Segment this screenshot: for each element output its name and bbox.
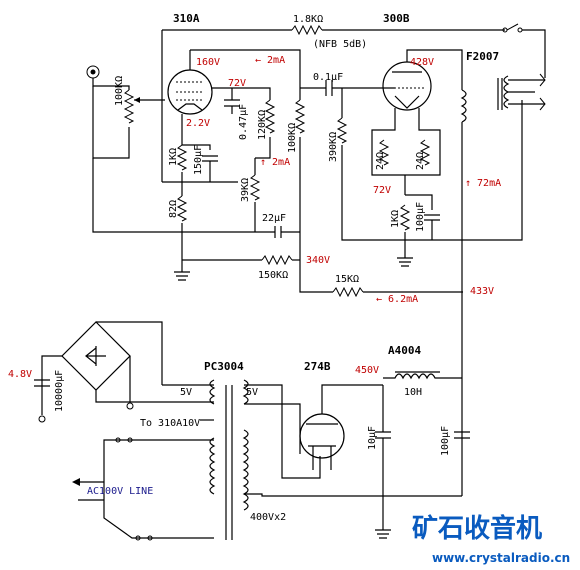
v428: 428V bbox=[410, 57, 434, 68]
c-10000-label: 10000μF bbox=[54, 370, 65, 412]
r-24b bbox=[419, 139, 431, 166]
ac-line bbox=[72, 437, 214, 541]
r-120k bbox=[264, 99, 276, 134]
c-10uf bbox=[375, 385, 391, 496]
h5v-a: 5V bbox=[180, 387, 192, 398]
watermark-url: www.crystalradio.cn bbox=[432, 551, 570, 565]
i-72ma: ↑ 72mA bbox=[465, 178, 501, 189]
c-10000 bbox=[34, 379, 50, 387]
tube-310a bbox=[167, 50, 213, 115]
hv-label: 400Vx2 bbox=[250, 512, 286, 523]
c-k1-label: 150μF bbox=[193, 145, 204, 175]
power-transformer bbox=[130, 379, 321, 540]
r-390k-label: 390KΩ bbox=[328, 132, 339, 162]
choke-a4004 bbox=[383, 371, 462, 380]
c-k2-label: 100μF bbox=[415, 202, 426, 232]
c-047 bbox=[224, 88, 240, 114]
otrans-label: F2007 bbox=[466, 50, 499, 63]
ground-2 bbox=[397, 257, 413, 267]
output-transformer bbox=[460, 73, 546, 240]
ptrans-label: PC3004 bbox=[204, 360, 244, 373]
tube2-label: 300B bbox=[383, 12, 410, 25]
v4-8: 4.8V bbox=[8, 369, 32, 380]
volume-pot bbox=[92, 78, 165, 159]
c-10-label: 10μF bbox=[367, 426, 378, 450]
i-2ma-b: ↑ 2mA bbox=[260, 157, 290, 168]
v340: 340V bbox=[306, 255, 330, 266]
r-k2-label: 1KΩ bbox=[390, 210, 401, 228]
h5v-b: 5V bbox=[246, 387, 258, 398]
r-390k bbox=[336, 117, 348, 144]
r-k2 bbox=[399, 204, 411, 231]
r-k1-label: 1KΩ bbox=[168, 148, 179, 166]
ac-line-label: AC100V LINE bbox=[87, 486, 153, 497]
nfb-note: (NFB 5dB) bbox=[313, 39, 367, 50]
tube-274b bbox=[299, 384, 383, 470]
plate-wire-310a bbox=[190, 49, 301, 88]
r-24b-label: 24Ω bbox=[415, 152, 426, 170]
r-120k-label: 120KΩ bbox=[257, 110, 268, 140]
nfb-line bbox=[161, 23, 546, 182]
r-100k-label: 100KΩ bbox=[287, 123, 298, 153]
vol-label: 100KΩ bbox=[114, 76, 125, 106]
r-15k bbox=[332, 286, 364, 298]
v450: 450V bbox=[355, 365, 379, 376]
v2-2: 2.2V bbox=[186, 118, 210, 129]
c-couple-label: 0.1μF bbox=[313, 72, 343, 83]
r-k1 bbox=[176, 144, 188, 171]
r-39k bbox=[249, 174, 261, 201]
v72a: 72V bbox=[228, 78, 246, 89]
bridge-rectifier bbox=[41, 321, 163, 415]
c-k2 bbox=[405, 194, 440, 240]
ground-1 bbox=[174, 260, 190, 281]
r-24a-label: 24Ω bbox=[375, 152, 386, 170]
r-150k bbox=[261, 254, 293, 266]
r-100k bbox=[294, 99, 306, 134]
watermark-cn: 矿石收音机 bbox=[412, 513, 542, 544]
rect-label: 274B bbox=[304, 360, 331, 373]
r-24a bbox=[378, 139, 390, 166]
ground-3 bbox=[375, 496, 391, 539]
heater-out-terminal bbox=[38, 415, 46, 423]
c-22uf bbox=[274, 226, 300, 238]
c-k1 bbox=[182, 144, 218, 182]
to-310a: To 310A10V bbox=[140, 418, 200, 429]
v160: 160V bbox=[196, 57, 220, 68]
r-82-label: 82Ω bbox=[168, 200, 179, 218]
c-22-label: 22μF bbox=[262, 213, 286, 224]
i-6-2ma: ← 6.2mA bbox=[376, 294, 418, 305]
r-39k-label: 39KΩ bbox=[240, 178, 251, 202]
i-2ma-a: ← 2mA bbox=[255, 55, 285, 66]
tube1-label: 310A bbox=[173, 12, 200, 25]
r-82 bbox=[176, 195, 188, 222]
c-047-label: 0.47μF bbox=[238, 104, 249, 140]
choke-label: A4004 bbox=[388, 344, 421, 357]
v72b: 72V bbox=[373, 185, 391, 196]
input-jack bbox=[86, 65, 100, 79]
tube-300b bbox=[382, 49, 463, 111]
r-150k-label: 150KΩ bbox=[258, 270, 288, 281]
v433: 433V bbox=[470, 286, 494, 297]
r-15k-label: 15KΩ bbox=[335, 274, 359, 285]
choke-h-label: 10H bbox=[404, 387, 422, 398]
c-100uf bbox=[454, 431, 470, 439]
r-nfb-label: 1.8KΩ bbox=[293, 14, 323, 25]
c-100-label: 100μF bbox=[440, 426, 451, 456]
